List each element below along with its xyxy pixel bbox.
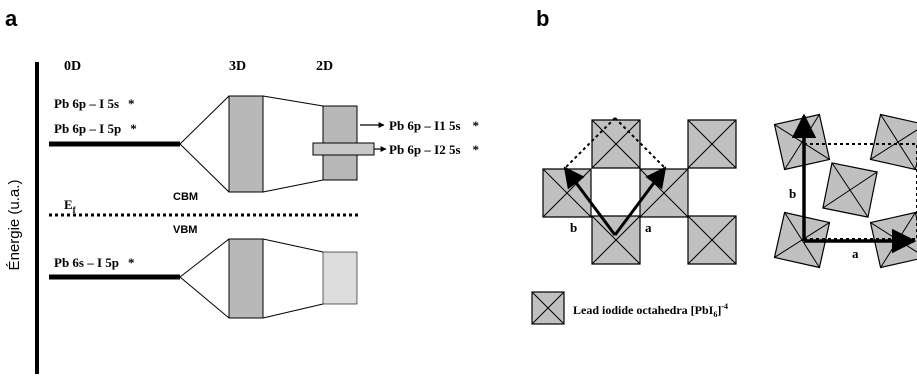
level-pb6p-i2-5s: Pb 6p – I2 5s* [389, 142, 479, 157]
level-pb6p-i1-5s: Pb 6p – I1 5s* [389, 118, 479, 133]
tilted-octahedron [823, 163, 877, 217]
vbm-label: VBM [173, 224, 197, 236]
band-2d-i2-level [313, 143, 374, 155]
tilted-octahedron [775, 115, 830, 170]
level-pb6p-i5s: Pb 6p – I 5s* [54, 96, 135, 111]
right-vector-b-label: b [789, 186, 796, 201]
octahedron [592, 216, 640, 264]
column-2d: 2D [316, 59, 333, 74]
energy-axis-label: Énergie (u.a.) [6, 180, 23, 271]
level-pb6p-i5p: Pb 6p – I 5p* [54, 121, 137, 136]
cbm-label: CBM [173, 191, 198, 203]
level-pb6s-i5p: Pb 6s – I 5p* [54, 255, 135, 270]
left-lattice [543, 120, 736, 264]
octahedron [592, 120, 640, 168]
panel-a-letter: a [5, 6, 18, 31]
band-3d-conduction [229, 96, 263, 192]
legend-label: Lead iodide octahedra [PbI6]-4 [573, 302, 728, 319]
fermi-label: Ef [64, 197, 77, 215]
octahedron [688, 120, 736, 168]
left-vector-a-label: a [645, 220, 652, 235]
octahedron [688, 216, 736, 264]
right-vector-a-label: a [852, 246, 859, 261]
column-3d: 3D [229, 59, 246, 74]
legend: Lead iodide octahedra [PbI6]-4 [532, 292, 728, 324]
tilted-octahedron [871, 115, 917, 170]
left-vector-b-label: b [570, 220, 577, 235]
panel-b-letter: b [536, 6, 549, 31]
band-3d-valence [229, 239, 263, 318]
band-2d-valence [323, 252, 357, 304]
column-0d: 0D [64, 59, 81, 74]
